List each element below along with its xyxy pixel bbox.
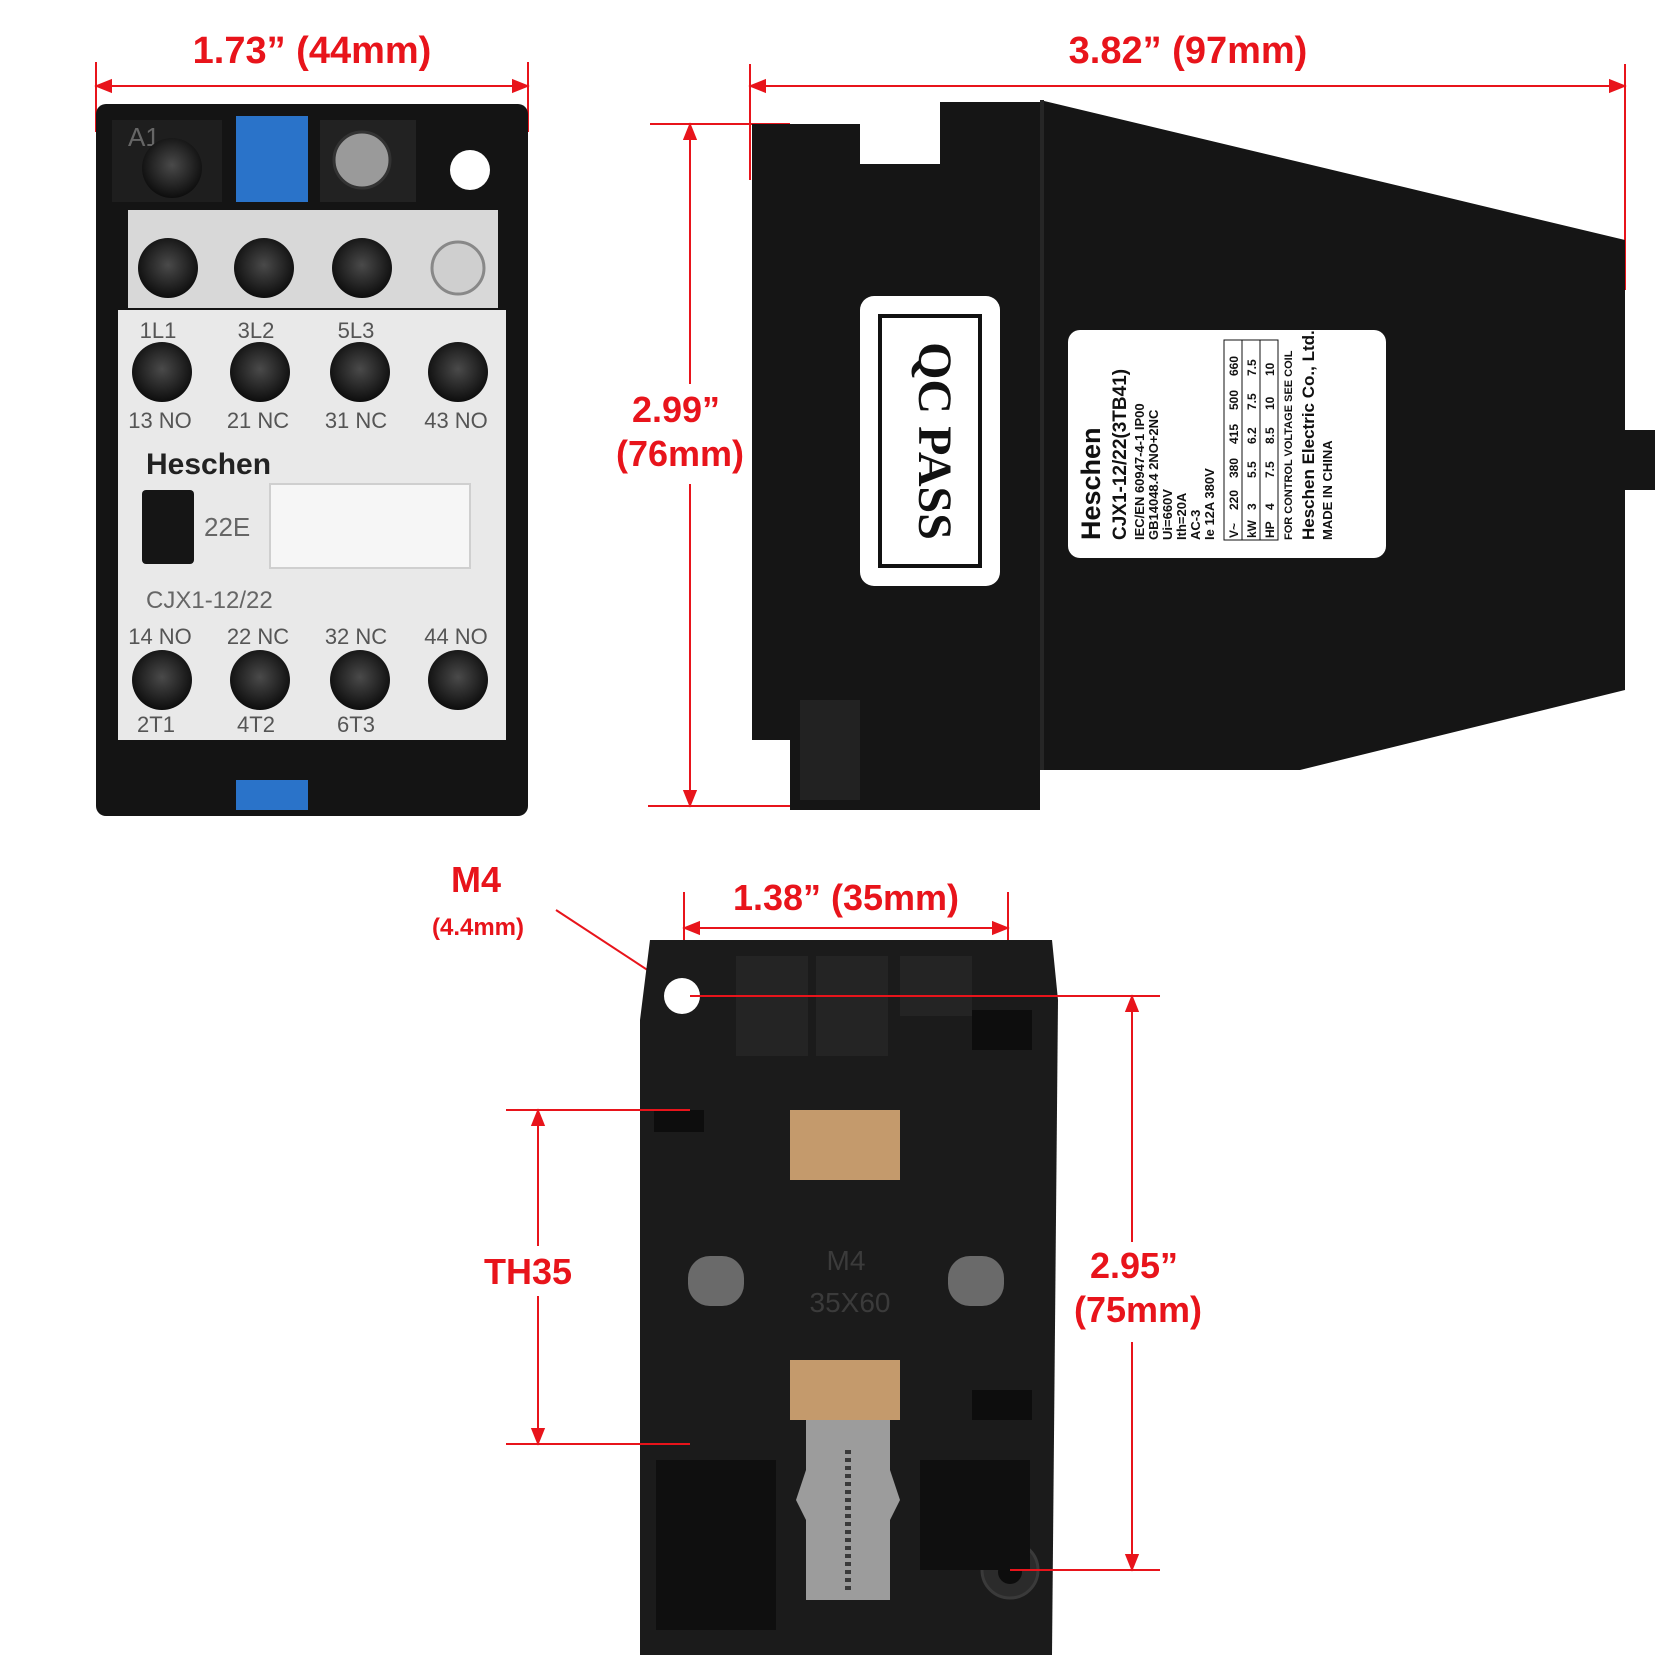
hole-spacing-label: 1.38” (35mm) (733, 877, 959, 918)
side-length-label: 3.82” (97mm) (1069, 30, 1308, 72)
embossed-thread: M4 (827, 1245, 866, 1276)
table-cell: 415 (1227, 424, 1241, 444)
coil-screw-a2 (332, 130, 392, 190)
aux-label: 22 NC (227, 624, 289, 649)
rating-table: V~ 220 380 415 500 660 kW 3 5.5 6.2 7.5 … (1223, 339, 1279, 541)
table-cell: V~ (1227, 523, 1241, 538)
main-screw (138, 238, 198, 298)
terminal-label: 6T3 (337, 712, 375, 737)
aux-screw (230, 650, 290, 710)
nameplate-line: GB14048.4 2NO+2NC (1146, 409, 1161, 540)
table-cell: HP (1263, 521, 1277, 538)
base-view: M4 (4.4mm) 1.38” (35mm) M4 35X60 (432, 859, 1220, 1655)
terminal-label: 1L1 (140, 318, 177, 343)
table-cell: 220 (1227, 490, 1241, 510)
aux-label: 31 NC (325, 408, 387, 433)
aux-label: 43 NO (424, 408, 488, 433)
nameplate-line: Ie 12A 380V (1202, 468, 1217, 540)
hole-size-label: (4.4mm) (432, 914, 524, 941)
table-cell: 7.5 (1245, 359, 1259, 376)
nameplate (1068, 330, 1386, 558)
side-view: 3.82” (97mm) 2.99” (76mm) QC PASS Hesche… (610, 30, 1655, 810)
blue-coil-terminal (236, 116, 308, 202)
aux-label: 13 NO (128, 408, 192, 433)
aux-screw (132, 342, 192, 402)
side-height-inch: 2.99” (632, 389, 720, 430)
table-cell: 660 (1227, 356, 1241, 376)
main-screw (332, 238, 392, 298)
table-cell: 7.5 (1245, 393, 1259, 410)
table-cell: 8.5 (1263, 427, 1277, 444)
aux-label: 14 NO (128, 624, 192, 649)
nameplate-line: IEC/EN 60947-4-1 IP00 (1132, 403, 1147, 540)
aux-screw (132, 650, 192, 710)
spring-clip (948, 1256, 1004, 1306)
mounting-hole (450, 150, 490, 190)
main-screw (234, 238, 294, 298)
nameplate-note: FOR CONTROL VOLTAGE SEE COIL (1283, 350, 1295, 540)
label-window (269, 483, 471, 569)
front-view: 1.73” (44mm) A1 1L1 3L2 5L3 13 NO 21 NC … (94, 30, 530, 816)
aux-screw (428, 650, 488, 710)
contact-code: 22E (204, 512, 250, 542)
aux-label: 21 NC (227, 408, 289, 433)
spring-clip (688, 1256, 744, 1306)
tan-insert (790, 1110, 900, 1180)
side-height-mm: (76mm) (616, 433, 744, 474)
table-cell: 7.5 (1263, 461, 1277, 478)
table-cell: 380 (1227, 458, 1241, 478)
table-cell: 4 (1263, 503, 1277, 510)
table-cell: 3 (1245, 503, 1259, 510)
terminal-label: 4T2 (237, 712, 275, 737)
terminal-label: 5L3 (338, 318, 375, 343)
table-cell: 500 (1227, 390, 1241, 410)
qc-pass-text: QC PASS (908, 342, 961, 540)
nameplate-model: CJX1-12/22(3TB41) (1110, 369, 1131, 540)
front-width-label: 1.73” (44mm) (193, 30, 432, 72)
aux-screw (330, 342, 390, 402)
terminal-label: 2T1 (137, 712, 175, 737)
tan-insert (790, 1360, 900, 1420)
coil-screw-a1 (142, 138, 202, 198)
nameplate-line: Ith=20A (1174, 492, 1189, 540)
rail-label: TH35 (484, 1251, 572, 1292)
aux-screw (230, 342, 290, 402)
nameplate-line: Ui=660V (1160, 489, 1175, 540)
aux-screw (330, 650, 390, 710)
aux-label: 32 NC (325, 624, 387, 649)
table-cell: 5.5 (1245, 461, 1259, 478)
hole-thread-label: M4 (451, 859, 501, 900)
test-button (142, 490, 194, 564)
terminal-label: 3L2 (238, 318, 275, 343)
base-height-inch: 2.95” (1090, 1245, 1178, 1286)
aux-label: 44 NO (424, 624, 488, 649)
nameplate-brand: Heschen (1076, 427, 1106, 540)
nameplate-line: AC-3 (1188, 510, 1203, 540)
aux-screw (428, 342, 488, 402)
table-cell: 10 (1263, 362, 1277, 376)
qc-sticker (860, 296, 1000, 586)
front-brand: Heschen (146, 448, 271, 481)
front-model: CJX1-12/22 (146, 587, 273, 614)
nameplate-origin: MADE IN CHINA (1320, 440, 1335, 540)
table-cell: 6.2 (1245, 427, 1259, 444)
nameplate-maker: Heschen Electric Co., Ltd. (1299, 330, 1318, 540)
mounting-hole-m4 (664, 978, 700, 1014)
table-cell: 10 (1263, 396, 1277, 410)
embossed-size: 35X60 (810, 1287, 891, 1318)
table-cell: kW (1245, 519, 1259, 538)
base-height-mm: (75mm) (1074, 1289, 1202, 1330)
